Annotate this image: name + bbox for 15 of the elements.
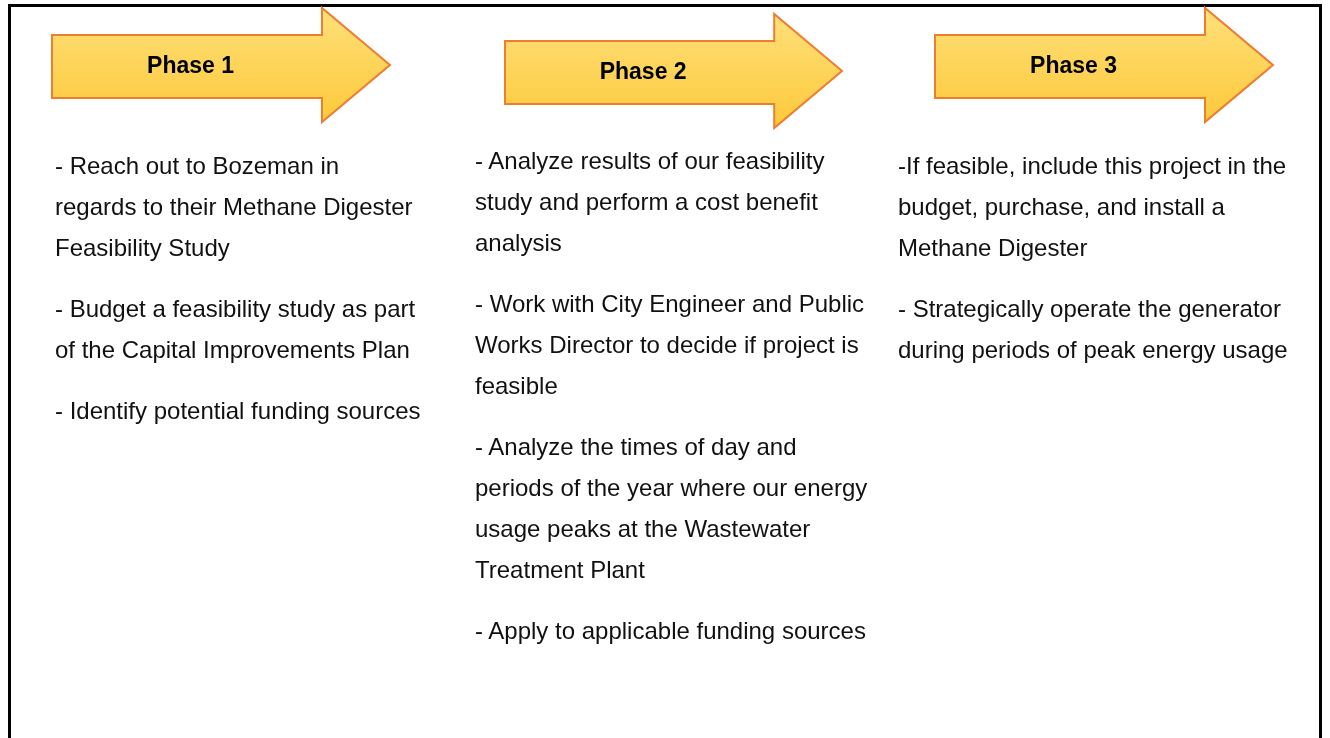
phase-label: Phase 2 (599, 57, 687, 85)
block-arrow (52, 8, 390, 122)
bullet-text: - Analyze the times of day and periods of the year where our energy usage peaks at the Wastewater Treatment Plant (475, 432, 869, 585)
bullet-text: - Identify potential funding sources (55, 396, 422, 426)
bullet-text: - Analyze results of our feasibility study and perform a cost benefit analysis (475, 146, 826, 258)
bullet-text: - Budget a feasibility study as part of the Capital Improvements Plan (55, 294, 417, 365)
bullet-text: - Work with City Engineer and Public Works Director to decide if project is feasible (475, 289, 866, 401)
block-arrow (935, 8, 1273, 122)
bullet-text: - Apply to applicable funding sources (475, 616, 867, 646)
phase-label: Phase 1 (147, 51, 235, 79)
bullet-text: - Reach out to Bozeman in regards to their Methane Digester Feasibility Study (55, 151, 414, 263)
block-arrow (505, 14, 842, 128)
bullet-text: -If feasible, include this project in the budget, purchase, and install a Methane Digester (898, 151, 1288, 263)
phase-label: Phase 3 (1030, 51, 1118, 79)
bullet-text: - Strategically operate the generator during periods of peak energy usage (898, 294, 1289, 365)
